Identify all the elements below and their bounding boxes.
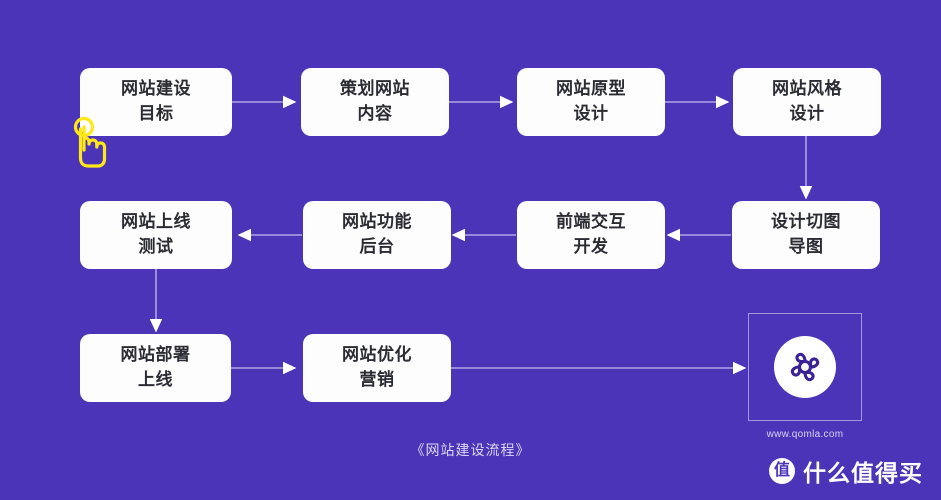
node-n1[interactable]: 网站建设 目标: [80, 68, 232, 136]
logo-circle: [774, 336, 836, 398]
node-n3-label: 网站原型 设计: [556, 79, 626, 123]
node-n2[interactable]: 策划网站 内容: [301, 68, 449, 136]
node-n10-label: 网站优化 营销: [342, 345, 412, 389]
node-n9[interactable]: 网站部署 上线: [80, 334, 231, 402]
watermark-text: 什么值得买: [803, 460, 923, 486]
watermark: 值 什么值得买: [769, 454, 923, 488]
node-n8-label: 设计切图 导图: [771, 212, 841, 256]
qomla-clover-icon: [790, 352, 820, 382]
watermark-badge-icon: 值: [769, 458, 795, 484]
node-n4[interactable]: 网站风格 设计: [733, 68, 881, 136]
node-n3[interactable]: 网站原型 设计: [517, 68, 665, 136]
node-n6-label: 网站功能 后台: [342, 212, 412, 256]
node-n2-label: 策划网站 内容: [340, 79, 410, 123]
logo-frame: [748, 313, 862, 421]
diagram-caption: 《网站建设流程》: [410, 442, 531, 458]
node-n8[interactable]: 设计切图 导图: [732, 201, 880, 269]
node-n5-label: 网站上线 测试: [121, 212, 191, 256]
node-n7[interactable]: 前端交互 开发: [517, 201, 665, 269]
logo-url-text: www.qomla.com: [766, 429, 844, 440]
hand-tap-cursor-icon: [73, 116, 107, 168]
node-n5[interactable]: 网站上线 测试: [80, 201, 232, 269]
node-n9-label: 网站部署 上线: [120, 345, 191, 389]
node-n4-label: 网站风格 设计: [772, 79, 842, 123]
node-n7-label: 前端交互 开发: [556, 212, 626, 256]
node-n6[interactable]: 网站功能 后台: [303, 201, 451, 269]
node-n10[interactable]: 网站优化 营销: [303, 334, 451, 402]
node-n1-label: 网站建设 目标: [121, 79, 191, 123]
